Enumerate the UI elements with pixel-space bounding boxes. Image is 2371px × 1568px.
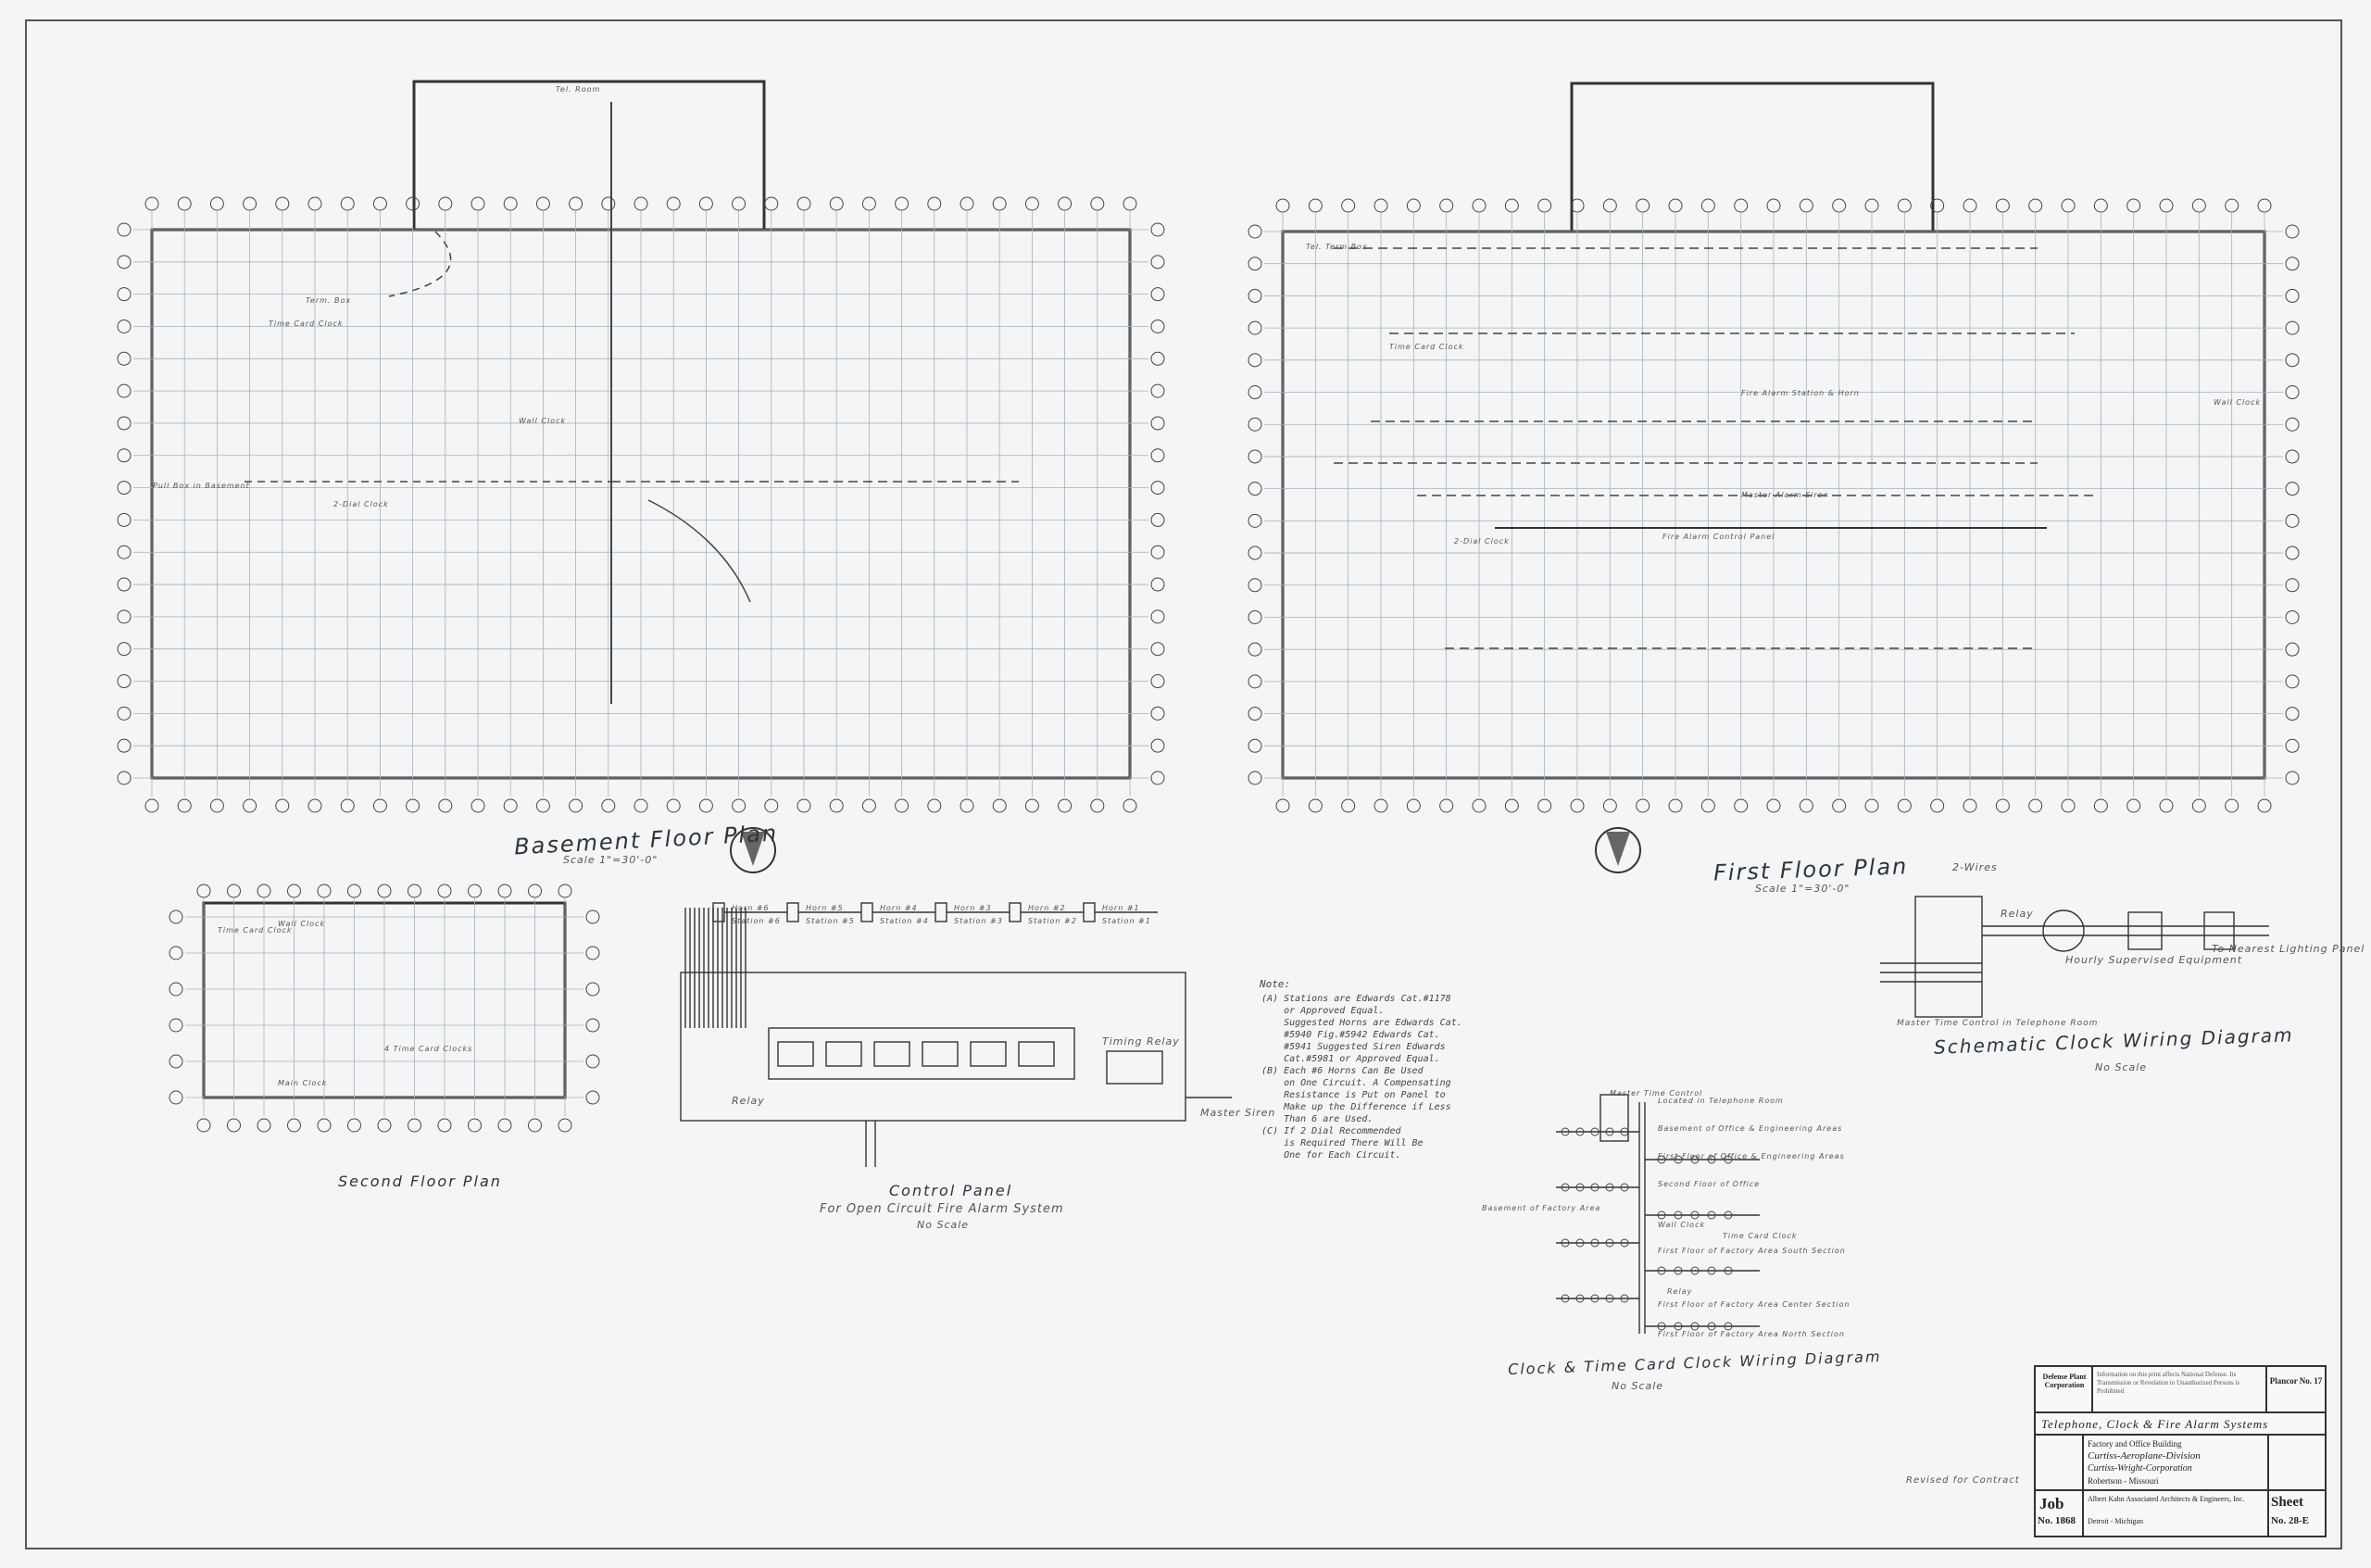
floor-label-first: Master Alarm Siren bbox=[1741, 491, 1829, 499]
tb-job-label: Job bbox=[2039, 1495, 2064, 1512]
tb-job-no: No. 1868 bbox=[2038, 1515, 2076, 1526]
notes-text: (A) Stations are Edwards Cat.#1178 or Ap… bbox=[1261, 994, 1462, 1160]
clock-diagram-label: Basement of Factory Area bbox=[1482, 1204, 1601, 1212]
station-label: Station #3 bbox=[954, 917, 1003, 925]
floor-label-second: Main Clock bbox=[278, 1079, 328, 1087]
floor-label-first: Fire Alarm Control Panel bbox=[1662, 533, 1775, 541]
tb-drawing-title: Telephone, Clock & Fire Alarm Systems bbox=[2041, 1417, 2269, 1431]
tb-architect: Albert Kahn Associated Architects & Engi… bbox=[2088, 1495, 2245, 1503]
basement-plan-scale: Scale 1"=30'-0" bbox=[563, 854, 659, 866]
tb-building: Factory and Office Building bbox=[2088, 1439, 2182, 1449]
tb-stamp: Information on this print affects Nation… bbox=[2097, 1371, 2240, 1395]
north-arrow-basement bbox=[730, 827, 776, 873]
floor-label-basement: Pull Box in Basement bbox=[153, 482, 250, 490]
floor-label-basement: Time Card Clock bbox=[269, 320, 344, 328]
floor-label-first: Wall Clock bbox=[2214, 398, 2262, 407]
horn-label: Horn #6 bbox=[732, 904, 770, 912]
clock-diagram-scale: No Scale bbox=[1612, 1380, 1664, 1392]
floor-label-second: Wall Clock bbox=[278, 920, 326, 928]
control-panel-scale: No Scale bbox=[917, 1219, 970, 1231]
timing-relay-label: Timing Relay bbox=[1102, 1035, 1180, 1047]
relay-label: Relay bbox=[732, 1095, 765, 1107]
horn-label: Horn #4 bbox=[880, 904, 918, 912]
horn-label: Horn #2 bbox=[1028, 904, 1066, 912]
clock-diagram-label: Second Floor of Office bbox=[1658, 1180, 1761, 1188]
clock-diagram-label: Basement of Office & Engineering Areas bbox=[1658, 1124, 1843, 1133]
horn-label: Horn #3 bbox=[954, 904, 992, 912]
title-block: Defense Plant Corporation Information on… bbox=[2034, 1365, 2327, 1537]
floor-label-basement: Term. Box bbox=[306, 296, 352, 305]
floor-label-basement: 2-Dial Clock bbox=[333, 500, 389, 508]
schematic-hourly: Hourly Supervised Equipment bbox=[2065, 954, 2243, 966]
second-floor-plan bbox=[169, 884, 600, 1133]
control-panel-subtitle: For Open Circuit Fire Alarm System bbox=[820, 1202, 1064, 1216]
schematic-wires: 2-Wires bbox=[1952, 861, 1998, 873]
siren-label: Master Siren bbox=[1200, 1107, 1276, 1119]
north-arrow-first bbox=[1595, 827, 1641, 873]
tb-sheet-label: Sheet bbox=[2271, 1495, 2303, 1510]
clock-diagram-label: Master Time Control bbox=[1610, 1089, 1703, 1098]
floor-label-first: 2-Dial Clock bbox=[1454, 537, 1510, 546]
schematic-scale: No Scale bbox=[2095, 1061, 2148, 1073]
station-label: Station #2 bbox=[1028, 917, 1077, 925]
clock-diagram-label: Located in Telephone Room bbox=[1658, 1097, 1784, 1105]
floor-label-second: 4 Time Card Clocks bbox=[384, 1045, 473, 1053]
clock-diagram-label: Wall Clock bbox=[1658, 1221, 1706, 1229]
clock-diagram-label: First Floor of Office & Engineering Area… bbox=[1658, 1152, 1845, 1160]
clock-diagram-label: First Floor of Factory Area Center Secti… bbox=[1658, 1300, 1850, 1309]
basement-floor-plan bbox=[117, 80, 1165, 813]
floor-label-first: Fire Alarm Station & Horn bbox=[1741, 389, 1860, 397]
clock-diagram-label: First Floor of Factory Area South Sectio… bbox=[1658, 1247, 1846, 1255]
first-plan-scale: Scale 1"=30'-0" bbox=[1755, 883, 1850, 895]
tb-sheet-no: No. 28-E bbox=[2271, 1515, 2309, 1526]
revised-note: Revised for Contract bbox=[1906, 1475, 2020, 1486]
station-label: Station #5 bbox=[806, 917, 855, 925]
floor-label-basement: Wall Clock bbox=[519, 417, 567, 425]
floor-label-first: Tel. Term Box bbox=[1306, 243, 1368, 251]
control-panel-diagram bbox=[680, 902, 1232, 1167]
schematic-relay: Relay bbox=[2001, 908, 2034, 920]
clock-diagram-label: Time Card Clock bbox=[1723, 1232, 1798, 1240]
horn-label: Horn #5 bbox=[806, 904, 844, 912]
floor-label-second: Time Card Clock bbox=[218, 926, 293, 935]
schematic-clock-diagram bbox=[1880, 896, 2269, 1018]
note-heading: Note: bbox=[1260, 978, 1291, 990]
tb-division: Curtiss-Aeroplane-Division bbox=[2088, 1450, 2201, 1461]
station-label: Station #6 bbox=[732, 917, 781, 925]
first-floor-plan bbox=[1248, 82, 2300, 813]
floor-label-basement: Tel. Room bbox=[556, 85, 601, 94]
sheet-border bbox=[25, 19, 2342, 1549]
clock-diagram-label: Relay bbox=[1667, 1287, 1693, 1296]
schematic-lighting: To Nearest Lighting Panel bbox=[2212, 943, 2365, 955]
station-label: Station #1 bbox=[1102, 917, 1151, 925]
control-panel-title: Control Panel bbox=[889, 1182, 1013, 1199]
tb-corp: Curtiss-Wright-Corporation bbox=[2088, 1463, 2192, 1474]
tb-location: Robertson - Missouri bbox=[2088, 1476, 2159, 1486]
schematic-master: Master Time Control in Telephone Room bbox=[1897, 1019, 2099, 1028]
horn-label: Horn #1 bbox=[1102, 904, 1140, 912]
tb-city: Detroit - Michigan bbox=[2088, 1517, 2143, 1525]
clock-wiring-diagram bbox=[1556, 1094, 1760, 1334]
second-plan-title: Second Floor Plan bbox=[338, 1173, 502, 1190]
clock-diagram-label: First Floor of Factory Area North Sectio… bbox=[1658, 1330, 1845, 1338]
station-label: Station #4 bbox=[880, 917, 929, 925]
floor-label-first: Time Card Clock bbox=[1389, 343, 1464, 351]
tb-owner: Defense Plant Corporation bbox=[2042, 1373, 2087, 1389]
tb-plancor: Plancor No. 17 bbox=[2269, 1376, 2323, 1386]
